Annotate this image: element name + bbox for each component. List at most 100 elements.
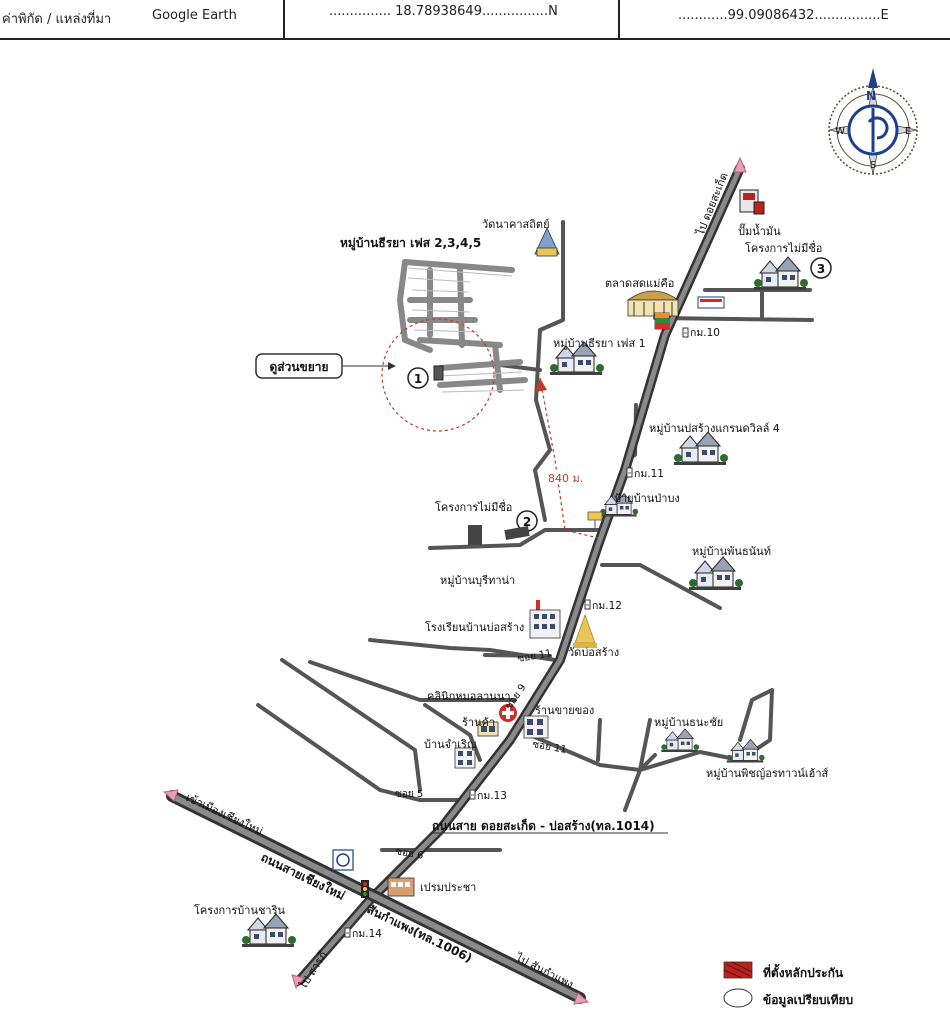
road-thanachai [528, 733, 657, 772]
prem-pracha-icon [387, 877, 415, 897]
source-value: Google Earth [152, 8, 237, 23]
label-soi-11b: ซอย 11 [531, 739, 567, 756]
ban-jamroen-icon [454, 747, 476, 769]
traffic-light-icon [361, 880, 369, 898]
label-km13: กม.13 [477, 790, 507, 802]
label-clinic: คลินิกหมอลานนา [427, 690, 511, 703]
label-market-mae-kue: ตลาดสดแม่คือ [605, 277, 674, 290]
label-km10: กม.10 [690, 327, 720, 339]
label-soi-5: ซอย 5 [395, 789, 423, 800]
label-soi-11a: ซอย 11 [517, 648, 553, 665]
distance-arrow-icon [535, 378, 547, 392]
label-shop: ร้านค้า [462, 716, 495, 729]
subject-area-circle [381, 318, 495, 432]
source-label: ค่าพิกัด / แหล่งที่มา [2, 12, 112, 27]
marker-3: 3 [810, 257, 832, 279]
compass-s: S [870, 160, 876, 171]
label-village-buritana: หมู่บ้านบุรีทาน่า [440, 574, 515, 587]
legend-comparison-swatch [723, 988, 753, 1008]
coordinate-header: ค่าพิกัด / แหล่งที่มา Google Earth .....… [0, 0, 950, 40]
gas-station-icon [739, 189, 765, 215]
compass-w: W [835, 126, 845, 137]
legend-comparison-label: ข้อมูลเปรียบเทียบ [763, 993, 853, 1008]
km-post-12-icon [584, 599, 591, 610]
label-wat-nakhasathit: วัดนาคาสถิตย์ [482, 218, 550, 231]
road-right-short [596, 718, 602, 762]
road-pichayada [638, 688, 774, 772]
temple-icon-nakhasathit [534, 227, 560, 257]
subject-building-icon [433, 365, 444, 381]
clinic-icon [499, 704, 517, 722]
label-store: ร้านขายของ [535, 704, 594, 717]
label-project-no-name-mid: โครงการไม่มีชื่อ [435, 499, 512, 514]
legend: ที่ตั้งหลักประกัน ข้อมูลเปรียบเทียบ [723, 961, 853, 1008]
lotus-sign-icon [697, 296, 725, 309]
pagoda-icon-bosang [573, 613, 597, 648]
label-school-bosang: โรงเรียนบ้านบ่อสร้าง [425, 620, 524, 634]
project-icon-mid [468, 525, 530, 545]
label-village-pichayada: หมู่บ้านพิชญ์อรทาวน์เฮ้าส์ [706, 767, 829, 780]
legend-collateral-label: ที่ตั้งหลักประกัน [763, 963, 844, 980]
km-post-14-icon [344, 927, 351, 938]
label-km12: กม.12 [592, 600, 622, 612]
compass-rose-icon: N S E W [828, 68, 918, 175]
latitude-value: ............... 18.78938649.............… [329, 4, 558, 19]
km-post-10-icon [682, 327, 689, 338]
label-village-theeraya-phase: หมู่บ้านธีรยา เฟส 2,3,4,5 [340, 236, 481, 251]
village-layout-theeraya [396, 259, 528, 393]
marker-1: 1 [407, 367, 429, 389]
road-wat-nakhasathit [533, 220, 565, 522]
road-project-2 [428, 528, 602, 550]
label-to-san-sai: ไป สารภี [296, 949, 330, 992]
village-layout-plots [407, 267, 525, 393]
shop-icon [477, 721, 499, 737]
road-soi11-top [483, 653, 552, 658]
label-village-thanachai: หมู่บ้านธนะชัย [654, 716, 723, 729]
label-prem-pracha: เปรมประชา [420, 881, 476, 894]
latitude-cell: ............... 18.78938649.............… [283, 0, 620, 38]
source-cell: ค่าพิกัด / แหล่งที่มา Google Earth [0, 0, 285, 38]
label-village-grandville: หมู่บ้านปสร้างแกรนดวิลล์ 4 [649, 422, 780, 435]
label-km11: กม.11 [634, 468, 664, 480]
house-icon-grandville [673, 431, 729, 466]
road-left-long [256, 703, 467, 802]
road-soi9 [308, 660, 517, 702]
label-village-theeraya-1: หมู่บ้านธีรยา เฟส 1 [553, 337, 646, 350]
label-main-road-1014: ถนนสาย ดอยสะเก็ด - บ่อสร้าง(ทล.1014) [432, 818, 655, 833]
market-icon [626, 290, 680, 317]
longitude-value: ............99.09086432................E [678, 8, 889, 23]
road-ban-jamroen [423, 703, 482, 762]
house-icon-phanthanan [688, 556, 744, 591]
label-ban-jamroen: บ้านจำเริญ [424, 738, 476, 751]
house-icon-charin [241, 913, 297, 948]
school-icon [529, 600, 561, 639]
house-icon-project-3 [753, 256, 809, 291]
label-sign-pabong: ป้ายบ้านป่าบง [614, 492, 680, 505]
main-road-1014 [291, 156, 747, 990]
cross-road-1006 [162, 789, 590, 1005]
longitude-cell: ............99.09086432................E [618, 0, 948, 38]
store-icon [523, 715, 549, 739]
road-right-vertical [623, 718, 652, 812]
sign-icon-pabong [587, 511, 603, 528]
convenience-store-icon [654, 312, 670, 330]
svg-text:3: 3 [817, 262, 825, 276]
road-phanthanan [600, 563, 722, 610]
distance-label: 840 ม. [548, 472, 583, 485]
svg-text:2: 2 [523, 515, 531, 529]
label-soi-6: ซอย 6 [394, 846, 424, 862]
label-project-charin: โครงการบ้านชาริน [194, 903, 286, 917]
road-left-upper [280, 658, 422, 792]
label-village-phanthanan: หมู่บ้านพันธนันท์ [692, 545, 771, 558]
label-wat-bosang: วัดบ่อสร้าง [568, 646, 619, 659]
house-icon-pichayada [726, 739, 765, 763]
house-icon-thanachai [660, 728, 700, 753]
km-post-13-icon [469, 789, 476, 800]
subject-label: ดูส่วนขยาย [269, 360, 328, 375]
compass-n: N [866, 89, 876, 103]
compass-e: E [905, 126, 911, 137]
road-km10 [653, 316, 814, 322]
subject-callout: ดูส่วนขยาย [255, 353, 396, 379]
label-km14: กม.14 [352, 928, 382, 940]
label-gas-station: ปั๊มน้ำมัน [738, 223, 781, 238]
